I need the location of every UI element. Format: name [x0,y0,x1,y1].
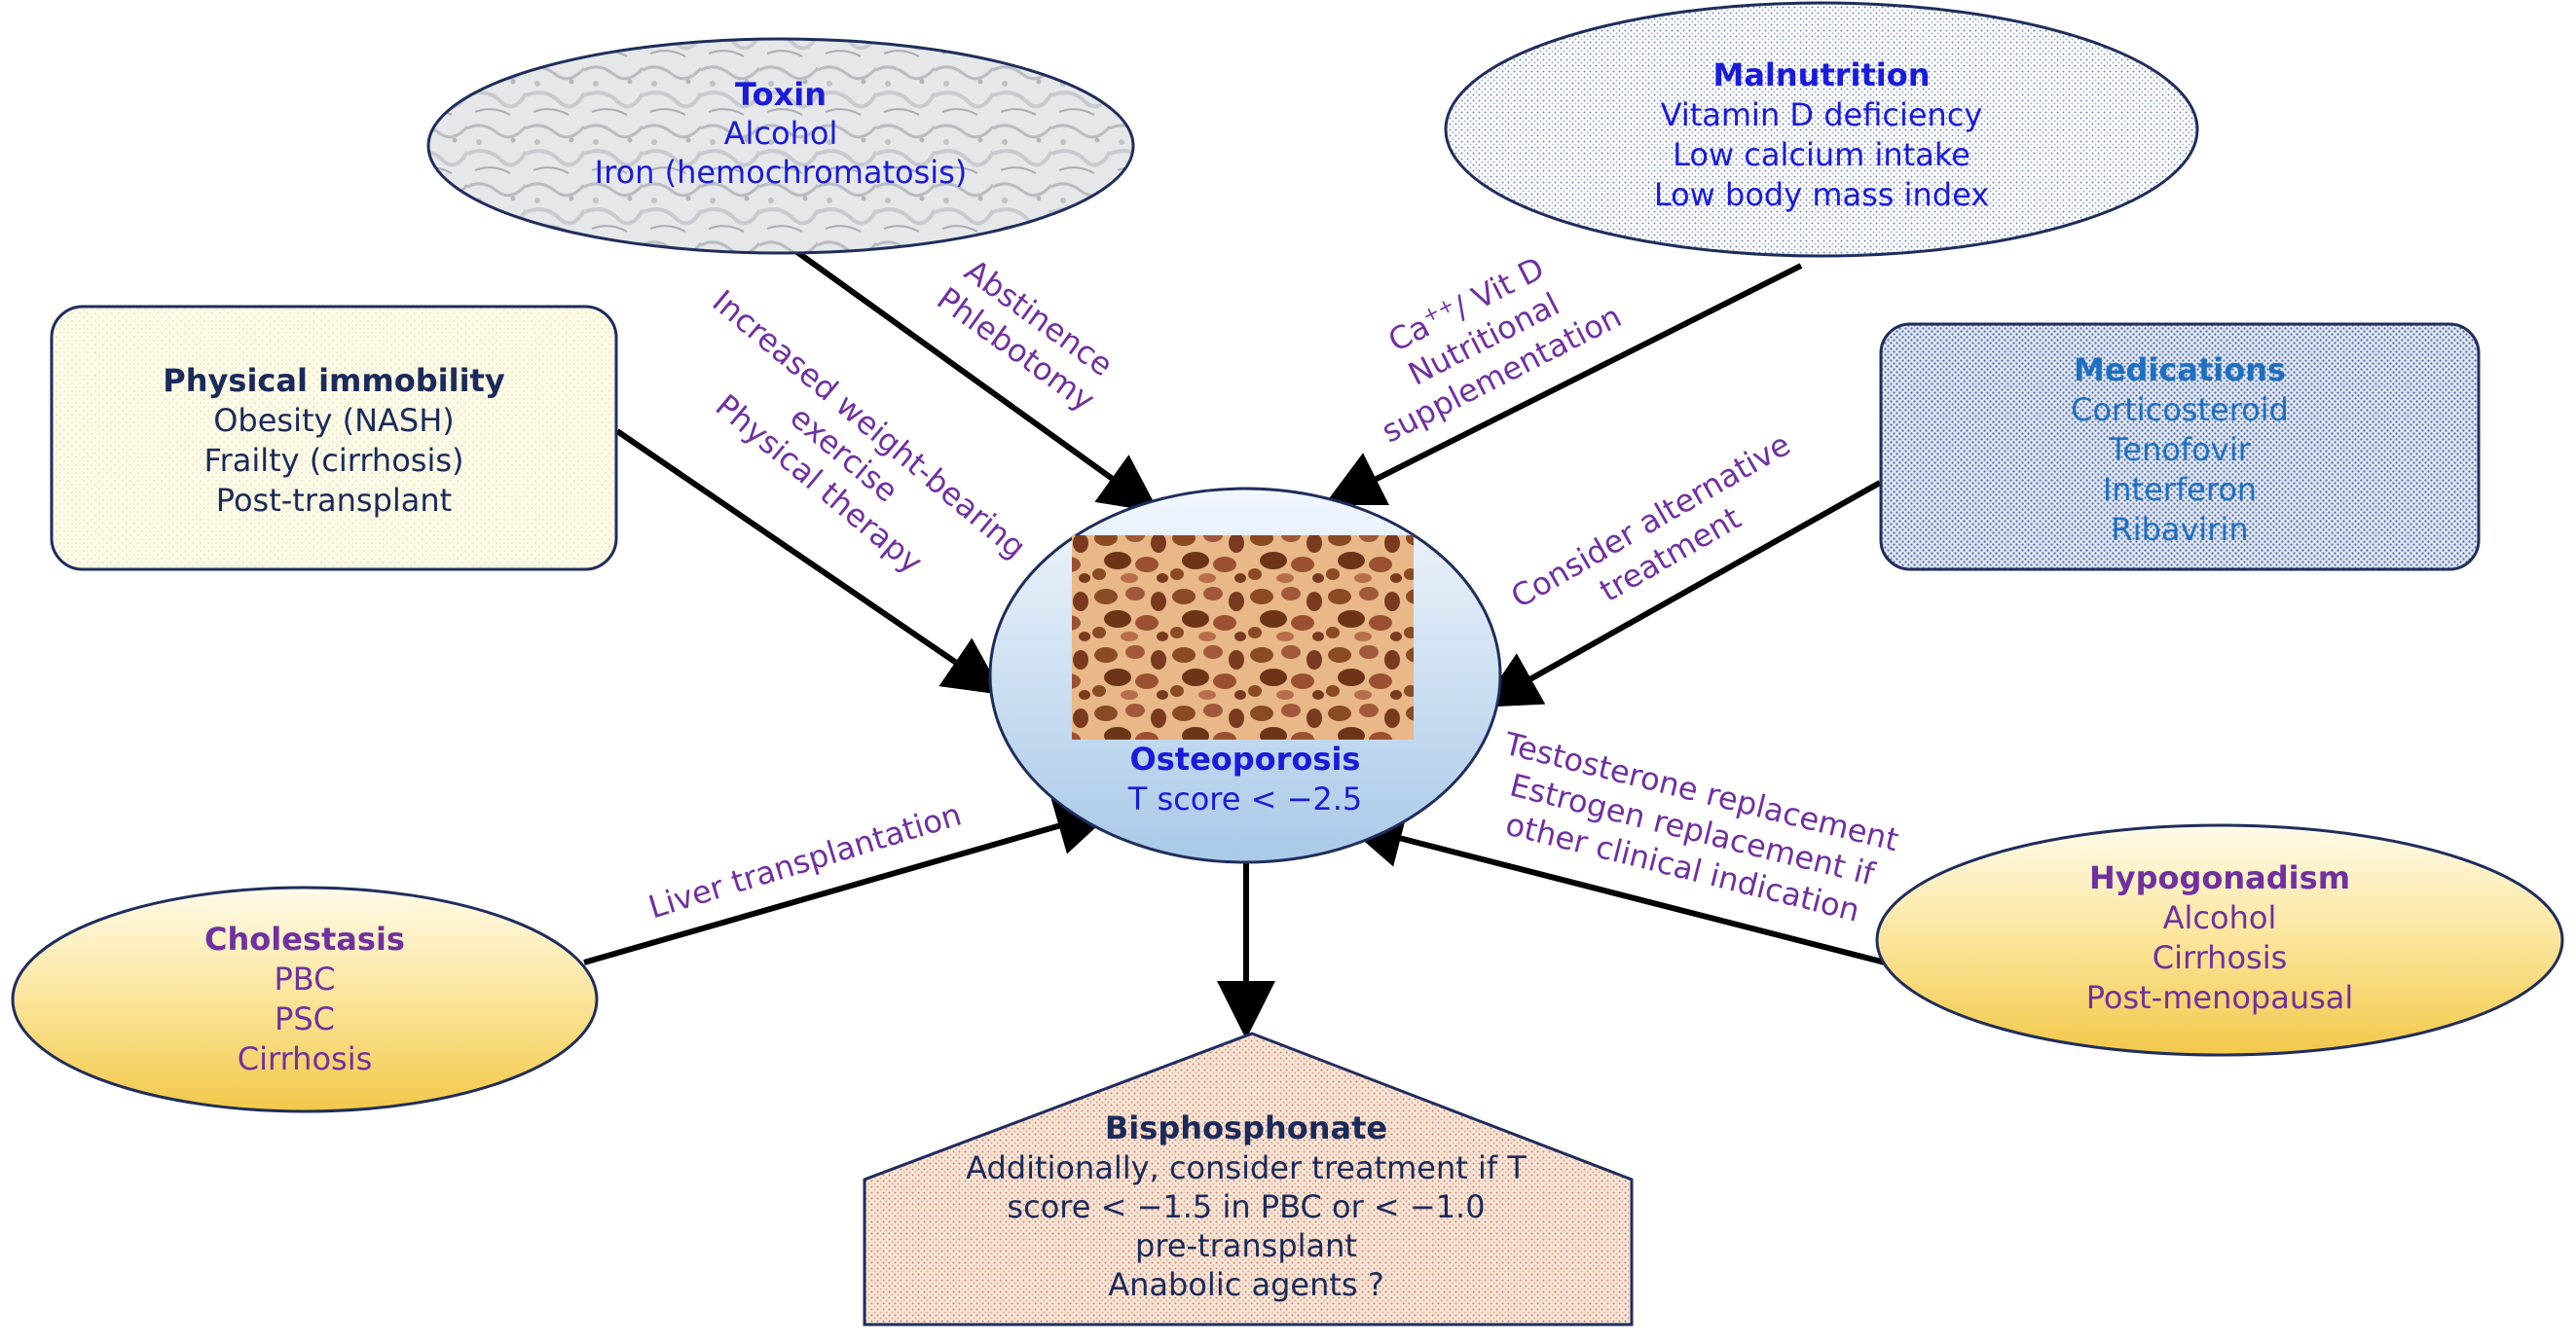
medications-line: Ribavirin [2111,511,2248,548]
malnutrition-line: Low calcium intake [1673,136,1970,173]
hypogonadism-line: Alcohol [2163,899,2277,936]
physical-immobility-node: Physical immobility Obesity (NASH) Frail… [50,305,618,571]
bisphosphonate-line: Anabolic agents ? [1108,1266,1383,1303]
malnutrition-line: Low body mass index [1654,176,1989,213]
toxin-title: Toxin [735,76,827,113]
bone-texture-image [1072,535,1414,740]
malnutrition-ellipse [1444,1,2199,258]
label-cholestasis-line: Liver transplantation [644,796,966,926]
cholestasis-node: Cholestasis PBC PSC Cirrhosis [11,886,599,1113]
physical-immobility-line: Obesity (NASH) [213,402,455,439]
malnutrition-line: Vitamin D deficiency [1661,96,1983,133]
hypogonadism-title: Hypogonadism [2089,859,2350,896]
physical-immobility-line: Post-transplant [216,482,452,519]
osteoporosis-node: Osteoporosis T score < −2.5 [988,487,1502,864]
toxin-ellipse [426,37,1135,255]
label-toxin: Abstinence Phlebotomy [930,252,1120,418]
physical-immobility-title: Physical immobility [163,362,505,399]
label-medications: Consider alternative treatment [1505,425,1797,615]
bisphosphonate-shape [863,1032,1634,1326]
bisphosphonate-line: Additionally, consider treatment if T [966,1149,1527,1186]
cholestasis-ellipse [11,886,599,1113]
arrow-malnutrition [1323,263,1803,506]
arrows [583,239,1894,1039]
arrow-toxin [782,239,1159,513]
malnutrition-node: Malnutrition Vitamin D deficiency Low ca… [1444,1,2199,258]
cholestasis-line: Cirrhosis [238,1040,373,1077]
bisphosphonate-node: Bisphosphonate Additionally, consider tr… [863,1032,1634,1326]
hypogonadism-node: Hypogonadism Alcohol Cirrhosis Post-meno… [1875,823,2564,1057]
medications-box [1879,322,2481,571]
osteoporosis-title: Osteoporosis [1130,741,1361,778]
cholestasis-line: PBC [274,961,335,998]
arrow-medications [1480,480,1882,708]
medications-title: Medications [2074,351,2286,388]
osteoporosis-subtitle: T score < −2.5 [1127,781,1363,817]
physical-immobility-line: Frailty (cirrhosis) [203,442,463,479]
label-malnutrition: Ca++/ Vit D Nutritional supplementation [1376,249,1627,450]
arrow-hypogonadism [1343,810,1894,967]
physical-immobility-box [50,305,618,571]
medications-line: Corticosteroid [2071,391,2289,428]
toxin-line: Iron (hemochromatosis) [595,154,968,191]
malnutrition-title: Malnutrition [1712,56,1930,93]
bisphosphonate-title: Bisphosphonate [1105,1109,1387,1146]
arrow-cholestasis [583,797,1116,965]
label-cholestasis: Liver transplantation [644,796,966,926]
label-hypogonadism: Testosterone replacement Estrogen replac… [1500,725,1902,929]
medications-node: Medications Corticosteroid Tenofovir Int… [1879,322,2481,571]
medications-line: Tenofovir [2108,431,2251,468]
arrow-physical-immobility [615,428,1004,696]
hypogonadism-ellipse [1875,823,2564,1057]
toxin-node: Toxin Alcohol Iron (hemochromatosis) [426,37,1135,255]
hypogonadism-line: Post-menopausal [2086,979,2354,1016]
bisphosphonate-line: score < −1.5 in PBC or < −1.0 [1007,1188,1485,1225]
bisphosphonate-line: pre-transplant [1135,1227,1357,1264]
cholestasis-title: Cholestasis [204,921,405,958]
hypogonadism-line: Cirrhosis [2153,939,2288,976]
medications-line: Interferon [2103,471,2257,508]
label-medications-line: Consider alternative [1505,425,1797,615]
cholestasis-line: PSC [275,1000,335,1037]
toxin-line: Alcohol [724,115,838,152]
